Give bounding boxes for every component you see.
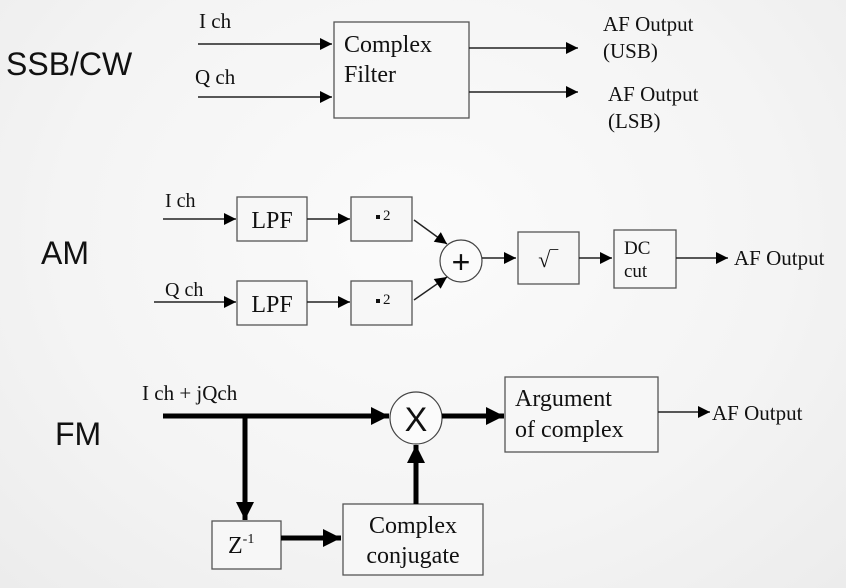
sqrt-block: √‾	[517, 231, 580, 285]
complex-conjugate-block: Complex conjugate	[342, 503, 484, 576]
am-input-i-label: I ch	[165, 190, 196, 212]
am-output-label: AF Output	[734, 246, 825, 270]
complex-filter-label-1: Complex	[344, 32, 432, 58]
dc-cut-block: DC cut	[613, 229, 677, 289]
am-input-q-label: Q ch	[165, 279, 203, 301]
ssb-input-q-label: Q ch	[195, 65, 236, 89]
fm-section: FM I ch + jQch X Argument of complex AF …	[55, 376, 803, 576]
adder-symbol: +	[452, 244, 471, 280]
lsb-output-label-1: AF Output	[608, 82, 699, 106]
lsb-output-label-2: (LSB)	[608, 109, 661, 133]
sqrt-symbol: √‾	[538, 247, 558, 272]
conjugate-label-1: Complex	[369, 513, 457, 539]
ssb-title: SSB/CW	[6, 46, 133, 82]
am-square-i-to-adder-arrow	[413, 219, 448, 245]
delay-label: Z-1	[228, 532, 254, 559]
square-i-exponent: 2	[383, 208, 391, 224]
am-title: AM	[41, 235, 89, 271]
square-dot-icon	[376, 215, 380, 219]
delay-exponent: -1	[243, 532, 255, 547]
lpf-q-label: LPF	[251, 292, 292, 318]
lpf-i-label: LPF	[251, 208, 292, 234]
complex-filter-label-2: Filter	[344, 62, 396, 88]
conjugate-label-2: conjugate	[366, 543, 459, 569]
lpf-q-block: LPF	[236, 280, 308, 326]
square-i-block: 2	[350, 196, 413, 242]
adder-node: +	[439, 239, 483, 283]
am-square-q-to-adder-arrow	[413, 276, 448, 301]
argument-label-1: Argument	[515, 386, 612, 412]
complex-filter-block: Complex Filter	[333, 21, 470, 119]
dc-cut-label-1: DC	[624, 238, 650, 259]
dc-cut-label-2: cut	[624, 261, 648, 282]
square-q-block: 2	[350, 280, 413, 326]
square-q-exponent: 2	[383, 292, 391, 308]
multiplier-symbol: X	[405, 401, 428, 439]
ssb-input-i-label: I ch	[199, 9, 232, 33]
usb-output-label-2: (USB)	[603, 39, 658, 63]
fm-input-label: I ch + jQch	[142, 381, 238, 405]
usb-output-label-1: AF Output	[603, 12, 694, 36]
square-dot-icon	[376, 299, 380, 303]
am-section: AM I ch Q ch LPF LPF 2 2 +	[41, 190, 825, 326]
argument-block: Argument of complex	[504, 376, 659, 453]
multiplier-node: X	[389, 391, 443, 445]
fm-output-label: AF Output	[712, 401, 803, 425]
lpf-i-block: LPF	[236, 196, 308, 242]
argument-label-2: of complex	[515, 417, 624, 443]
ssb-section: SSB/CW I ch Q ch Complex Filter AF Outpu…	[6, 9, 699, 133]
delay-base: Z	[228, 533, 243, 559]
fm-title: FM	[55, 416, 101, 452]
delay-block: Z-1	[211, 520, 282, 570]
